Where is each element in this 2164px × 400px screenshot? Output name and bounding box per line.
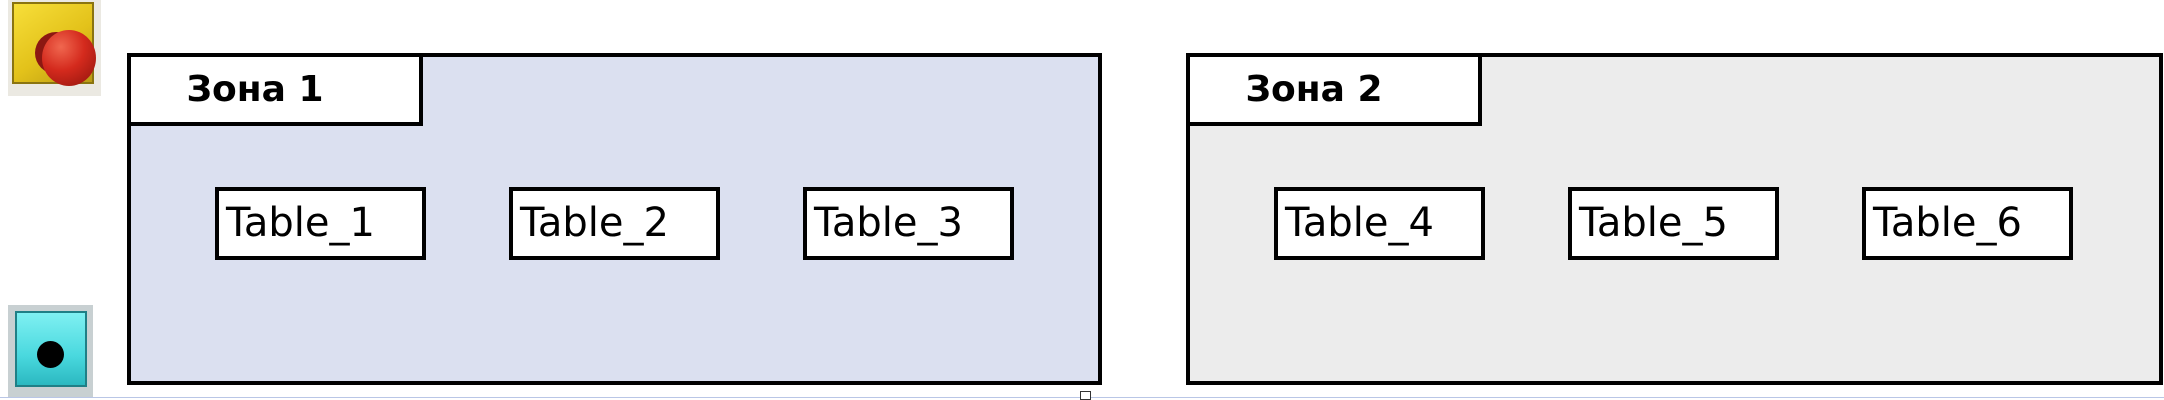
table-2-box[interactable]: Table_2 <box>509 187 720 260</box>
zone-2-title: Зона 2 <box>1186 53 1482 126</box>
zone-1-title: Зона 1 <box>127 53 423 126</box>
table-6-box[interactable]: Table_6 <box>1862 187 2073 260</box>
resize-handle[interactable] <box>1080 391 1091 400</box>
table-1-box[interactable]: Table_1 <box>215 187 426 260</box>
stop-mushroom-button <box>42 30 96 86</box>
indicator-lamp-icon[interactable] <box>8 305 93 397</box>
zone-2-panel[interactable]: Зона 2 Table_4 Table_5 Table_6 <box>1186 53 2163 385</box>
lamp-dot <box>37 341 64 368</box>
table-4-box[interactable]: Table_4 <box>1274 187 1485 260</box>
table-3-box[interactable]: Table_3 <box>803 187 1014 260</box>
emergency-stop-icon[interactable] <box>8 0 101 96</box>
table-5-box[interactable]: Table_5 <box>1568 187 1779 260</box>
zone-1-panel[interactable]: Зона 1 Table_1 Table_2 Table_3 <box>127 53 1102 385</box>
